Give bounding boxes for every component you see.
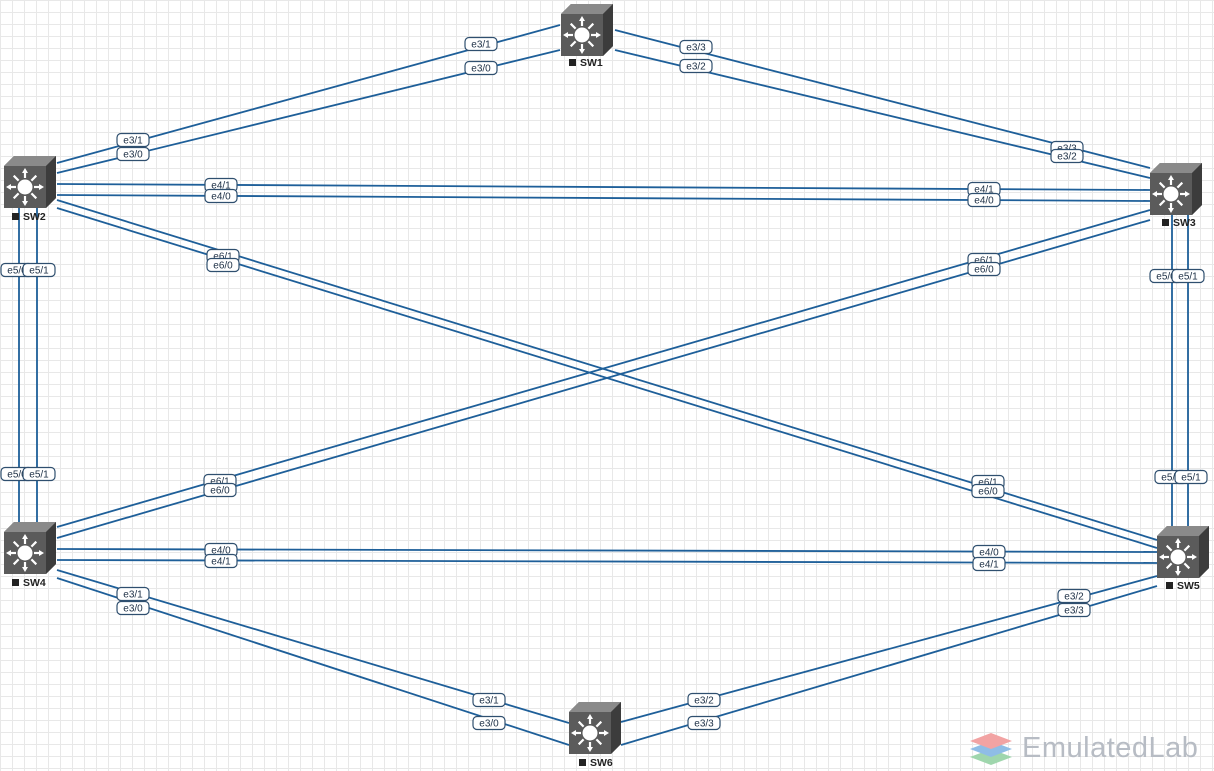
port-label-sw3-e3-2: e3/2: [1050, 148, 1084, 164]
port-label-sw3-e6-0: e6/0: [967, 261, 1001, 277]
port-label-sw4-e4-1: e4/1: [204, 553, 238, 569]
svg-text:e3/2: e3/2: [694, 696, 714, 707]
port-label-sw4-e5-1: e5/1: [22, 466, 56, 482]
port-label-sw6-e3-2: e3/2: [687, 692, 721, 708]
svg-text:e5/1: e5/1: [29, 266, 49, 277]
port-label-sw1-e3-3: e3/3: [679, 39, 713, 55]
switch-label: SW3: [1173, 217, 1196, 229]
port-label-sw6-e3-1: e3/1: [472, 692, 506, 708]
svg-text:e3/1: e3/1: [479, 696, 499, 707]
svg-text:e6/1: e6/1: [210, 477, 230, 488]
layer3-switch-icon: [2, 520, 58, 576]
port-label-sw5-e4-0: e4/0: [972, 544, 1006, 560]
svg-text:e5/1: e5/1: [1178, 272, 1198, 283]
status-square-icon: [1166, 582, 1173, 589]
layer3-switch-icon: [2, 154, 58, 210]
switch-sw2[interactable]: SW2: [2, 154, 58, 223]
port-label-sw4-e3-1: e3/1: [116, 586, 150, 602]
switch-label: SW1: [580, 57, 603, 69]
svg-text:e4/1: e4/1: [974, 185, 994, 196]
port-label-sw3-e5-1: e5/1: [1171, 268, 1205, 284]
port-label-sw5-e6-0: e6/0: [971, 483, 1005, 499]
svg-text:e5/0: e5/0: [1156, 272, 1176, 283]
port-label-sw1-e3-1: e3/1: [116, 132, 150, 148]
switch-sw5[interactable]: SW5: [1155, 524, 1211, 592]
svg-text:e3/2: e3/2: [1064, 592, 1084, 603]
svg-text:e3/0: e3/0: [479, 719, 499, 730]
svg-text:e5/0: e5/0: [7, 266, 27, 277]
port-label-sw3-e4-0: e4/0: [967, 192, 1001, 208]
port-label-sw2-e3-0: e3/0: [464, 60, 498, 76]
switch-label: SW4: [23, 577, 46, 589]
svg-text:e4/0: e4/0: [974, 196, 994, 207]
brand-logo: EmulatedLab: [968, 728, 1198, 768]
brand-name: EmulatedLab: [1022, 731, 1199, 764]
svg-text:e3/3: e3/3: [694, 719, 714, 730]
svg-text:e4/1: e4/1: [211, 557, 231, 568]
status-square-icon: [579, 759, 586, 766]
svg-text:e4/0: e4/0: [211, 192, 231, 203]
port-label-sw6-e3-0: e3/0: [472, 715, 506, 731]
port-label-sw2-e4-0: e4/0: [204, 188, 238, 204]
status-square-icon: [1162, 219, 1169, 226]
layers-logo-icon: [970, 733, 1012, 765]
svg-text:e3/1: e3/1: [123, 136, 143, 147]
svg-text:e3/0: e3/0: [123, 150, 143, 161]
svg-text:e5/1: e5/1: [1181, 473, 1201, 484]
switch-sw3[interactable]: SW3: [1148, 161, 1204, 229]
svg-text:e6/1: e6/1: [978, 478, 998, 489]
port-label-sw1-e3-2: e3/2: [679, 58, 713, 74]
svg-text:e4/1: e4/1: [211, 181, 231, 192]
svg-text:e5/0: e5/0: [7, 470, 27, 481]
svg-text:e3/3: e3/3: [1064, 606, 1084, 617]
svg-text:e3/0: e3/0: [123, 604, 143, 615]
svg-text:e3/3: e3/3: [686, 43, 706, 54]
switch-sw1[interactable]: SW1: [559, 2, 615, 69]
switch-sw4[interactable]: SW4: [2, 520, 58, 589]
layer3-switch-icon: [567, 700, 623, 756]
layer3-switch-icon: [1148, 161, 1204, 217]
port-label-sw5-e4-1: e4/1: [972, 556, 1006, 572]
svg-text:e6/1: e6/1: [974, 256, 994, 267]
links-layer: [18, 24, 1189, 746]
svg-text:e3/0: e3/0: [471, 64, 491, 75]
status-square-icon: [12, 579, 19, 586]
svg-text:e6/0: e6/0: [213, 261, 233, 272]
port-label-sw5-e3-2: e3/2: [1057, 588, 1091, 604]
svg-text:e6/1: e6/1: [213, 252, 233, 263]
port-label-sw5-e3-3: e3/3: [1057, 602, 1091, 618]
status-square-icon: [569, 59, 576, 66]
port-label-sw2-e6-0: e6/0: [206, 257, 240, 273]
svg-text:e3/2: e3/2: [1057, 152, 1077, 163]
switch-label: SW5: [1177, 580, 1200, 592]
status-square-icon: [12, 213, 19, 220]
svg-text:e3/1: e3/1: [471, 40, 491, 51]
switch-sw6[interactable]: SW6: [567, 700, 623, 769]
port-label-sw2-e5-1: e5/1: [22, 262, 56, 278]
switch-label: SW2: [23, 211, 46, 223]
port-label-sw1-e3-0: e3/0: [116, 146, 150, 162]
port-label-sw5-e5-1: e5/1: [1174, 469, 1208, 485]
svg-text:e4/1: e4/1: [979, 560, 999, 571]
svg-text:e6/0: e6/0: [210, 486, 230, 497]
port-label-sw2-e4-1: e4/1: [204, 177, 238, 193]
port-labels-layer: e3/1 e3/1 e3/0 e3/0 e3/3 e3/3 e3/2 e3/2 e4/1 e4/1…: [0, 36, 1208, 731]
layer3-switch-icon: [1155, 524, 1211, 580]
switch-label: SW6: [590, 757, 613, 769]
svg-text:e4/0: e4/0: [211, 546, 231, 557]
svg-text:e3/1: e3/1: [123, 590, 143, 601]
svg-text:e6/0: e6/0: [978, 487, 998, 498]
port-label-sw6-e3-3: e3/3: [687, 715, 721, 731]
port-label-sw4-e6-0: e6/0: [203, 482, 237, 498]
svg-text:e6/0: e6/0: [974, 265, 994, 276]
svg-text:e5/1: e5/1: [29, 470, 49, 481]
port-label-sw2-e3-1: e3/1: [464, 36, 498, 52]
svg-text:e4/0: e4/0: [979, 548, 999, 559]
port-label-sw4-e3-0: e3/0: [116, 600, 150, 616]
svg-text:e3/2: e3/2: [686, 62, 706, 73]
svg-text:e5/0: e5/0: [1161, 473, 1181, 484]
layer3-switch-icon: [559, 2, 615, 58]
